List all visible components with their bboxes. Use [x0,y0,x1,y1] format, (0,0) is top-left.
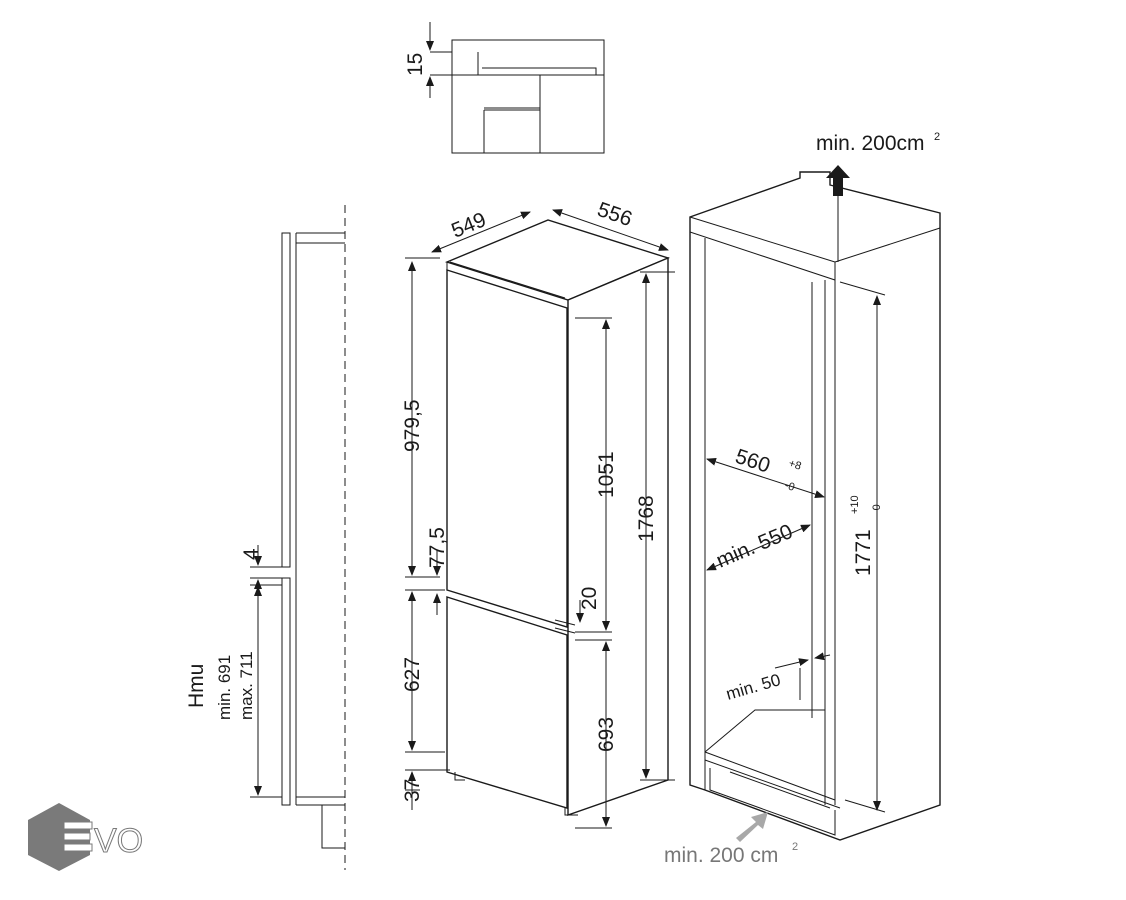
width-tol-plus: +8 [787,457,803,472]
evo-logo-text: VO [94,822,143,860]
vent-top-label: min. 200cm [816,132,925,155]
height-1768-label: 1768 [635,495,658,542]
niche-drawing: min. 200cm 2 1771 +10 -0 560 +8 -0 min. … [664,131,941,867]
hmu-label: Hmu [185,664,208,708]
inset-dim-15: 15 [404,53,427,76]
body-1051-label: 1051 [595,451,618,498]
vent-up-arrow-icon [826,165,850,196]
height-1771-label: 1771 [852,529,875,576]
depth-549-label: 549 [448,208,489,242]
vent-bottom-sup: 2 [792,841,798,853]
vent-in-arrow-icon [736,812,768,842]
height-tol-minus: -0 [871,504,883,514]
plinth-37-label: 37 [401,779,424,802]
gap-20-label: 20 [578,587,601,610]
side-view: 4 Hmu min. 691 max. 711 [185,205,346,870]
vent-bottom-label: min. 200 cm [664,844,778,867]
body-693-label: 693 [595,717,618,752]
vent-top-sup: 2 [934,131,940,143]
lower-door-627-label: 627 [401,657,424,692]
offset-77-label: 77,5 [426,527,449,568]
width-tol-minus: -0 [783,479,796,493]
upper-door-979-label: 979,5 [401,399,424,452]
evo-logo: VO [28,803,144,871]
height-tol-plus: +10 [849,495,861,514]
hmu-max-label: max. 711 [237,651,256,720]
gap-4-label: 4 [240,548,263,560]
hmu-min-label: min. 691 [215,655,234,720]
appliance-drawing: 549 556 979,5 77,5 20 627 37 1051 693 17… [401,198,675,829]
top-detail-inset: 15 [404,22,605,154]
